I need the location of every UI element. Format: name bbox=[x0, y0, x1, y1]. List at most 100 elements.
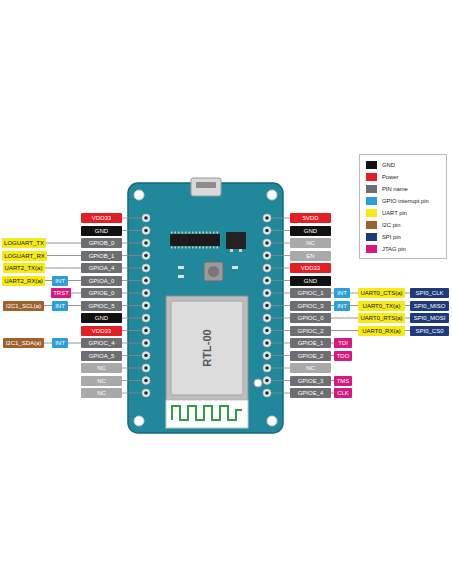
pin-hole bbox=[265, 316, 269, 320]
pin-connector bbox=[45, 268, 82, 269]
pin-text: GPIOE_2 bbox=[298, 353, 324, 359]
pin-hole bbox=[144, 316, 148, 320]
power-pin: 5VDD bbox=[290, 213, 331, 223]
unused-pin: NC bbox=[81, 363, 122, 373]
pin-connector bbox=[46, 243, 81, 244]
pin-hole bbox=[265, 391, 269, 395]
pin-pad bbox=[142, 214, 150, 222]
pin-connector bbox=[68, 280, 81, 281]
mount-hole bbox=[267, 416, 277, 426]
pin-pad bbox=[263, 389, 271, 397]
unused-pin: NC bbox=[290, 238, 331, 248]
pin-text: GPIOC_5 bbox=[88, 303, 114, 309]
pin-hole bbox=[144, 329, 148, 333]
usb-chip bbox=[170, 234, 220, 246]
legend-entry: GND bbox=[360, 159, 446, 171]
pin-text: CLK bbox=[337, 390, 349, 396]
pin-text: GPIOC_4 bbox=[88, 340, 114, 346]
pin-pad bbox=[142, 302, 150, 310]
interrupt-tag: INT bbox=[52, 338, 68, 348]
pin-name: GPIOA_4 bbox=[81, 263, 122, 273]
pin-pad bbox=[263, 314, 271, 322]
uart-tag: LOGUART_RX bbox=[2, 251, 47, 261]
leader-line bbox=[271, 218, 290, 219]
legend-text: UART pin bbox=[382, 210, 407, 216]
pin-pad bbox=[142, 264, 150, 272]
leader-line bbox=[122, 393, 141, 394]
pin-text: GPIOC_0 bbox=[297, 315, 323, 321]
leader-line bbox=[271, 368, 290, 369]
pin-name: GPIOE_1 bbox=[290, 338, 331, 348]
legend-text: Power bbox=[382, 174, 398, 180]
led bbox=[254, 379, 262, 387]
power-pin: VDD33 bbox=[290, 263, 331, 273]
pin-text: UART2_TX(a) bbox=[5, 265, 43, 271]
ground-pin: GND bbox=[81, 226, 122, 236]
jtag-tag: TDI bbox=[334, 338, 352, 348]
pin-pad bbox=[263, 289, 271, 297]
pin-hole bbox=[144, 279, 148, 283]
rtl-module bbox=[166, 296, 248, 400]
pin-connector bbox=[68, 305, 81, 306]
smd-part bbox=[178, 266, 184, 269]
pin-pad bbox=[263, 352, 271, 360]
pin-name: GPIOC_0 bbox=[290, 313, 331, 323]
antenna-area bbox=[166, 400, 248, 428]
pin-hole bbox=[265, 341, 269, 345]
pin-name: GPIOC_4 bbox=[81, 338, 122, 348]
pin-pad bbox=[263, 239, 271, 247]
module-shield bbox=[171, 301, 243, 395]
pin-hole bbox=[265, 291, 269, 295]
pin-hole bbox=[144, 241, 148, 245]
legend-swatch bbox=[366, 173, 377, 181]
pin-connector bbox=[331, 318, 358, 319]
pin-pad bbox=[142, 314, 150, 322]
pin-hole bbox=[265, 379, 269, 383]
uart-tag: UART2_RX(a) bbox=[2, 276, 45, 286]
smd-part bbox=[178, 275, 184, 278]
pin-hole bbox=[144, 366, 148, 370]
pin-hole bbox=[265, 279, 269, 283]
pin-text: GPIOA_4 bbox=[89, 265, 115, 271]
pin-text: UART0_RTS(a) bbox=[360, 315, 402, 321]
interrupt-tag: INT bbox=[52, 301, 68, 311]
ground-pin: GND bbox=[290, 226, 331, 236]
pin-pad bbox=[142, 389, 150, 397]
pin-hole bbox=[144, 304, 148, 308]
pin-pad bbox=[142, 289, 150, 297]
pin-connector bbox=[68, 343, 81, 344]
pin-text: INT bbox=[337, 290, 347, 296]
pin-text: INT bbox=[55, 303, 65, 309]
leader-line bbox=[271, 293, 290, 294]
legend-box: GNDPowerPIN nameGPIO interrupt pinUART p… bbox=[359, 154, 447, 259]
pin-text: UART2_RX(a) bbox=[4, 278, 43, 284]
pin-connector bbox=[350, 305, 358, 306]
unused-pin: NC bbox=[290, 363, 331, 373]
pin-hole bbox=[265, 304, 269, 308]
legend-swatch bbox=[366, 245, 377, 253]
unused-pin: EN bbox=[290, 251, 331, 261]
uart-tag: UART2_TX(a) bbox=[3, 263, 45, 273]
spi-tag: SPI0_MOSI bbox=[410, 313, 449, 323]
pin-text: SPI0_MOSI bbox=[414, 315, 446, 321]
leader-line bbox=[271, 343, 290, 344]
pin-text: GPIOE_4 bbox=[298, 390, 324, 396]
legend-text: JTAG pin bbox=[382, 246, 406, 252]
pin-hole bbox=[265, 266, 269, 270]
pin-name: GPIOE_4 bbox=[290, 388, 331, 398]
pin-text: GPIOE_3 bbox=[298, 378, 324, 384]
pin-text: GPIOE_0 bbox=[89, 290, 115, 296]
legend-entry: I2C pin bbox=[360, 219, 446, 231]
power-pin: VDD33 bbox=[81, 213, 122, 223]
pin-name: GPIOC_2 bbox=[290, 326, 331, 336]
pin-text: VDD33 bbox=[92, 328, 111, 334]
leader-line bbox=[122, 330, 141, 331]
pin-pad bbox=[263, 264, 271, 272]
leader-line bbox=[271, 393, 290, 394]
spi-tag: SPI0_CLK bbox=[410, 288, 449, 298]
pin-connector bbox=[71, 293, 81, 294]
pin-hole bbox=[144, 391, 148, 395]
pin-pad bbox=[142, 252, 150, 260]
pin-pad bbox=[263, 377, 271, 385]
pin-pad bbox=[142, 277, 150, 285]
